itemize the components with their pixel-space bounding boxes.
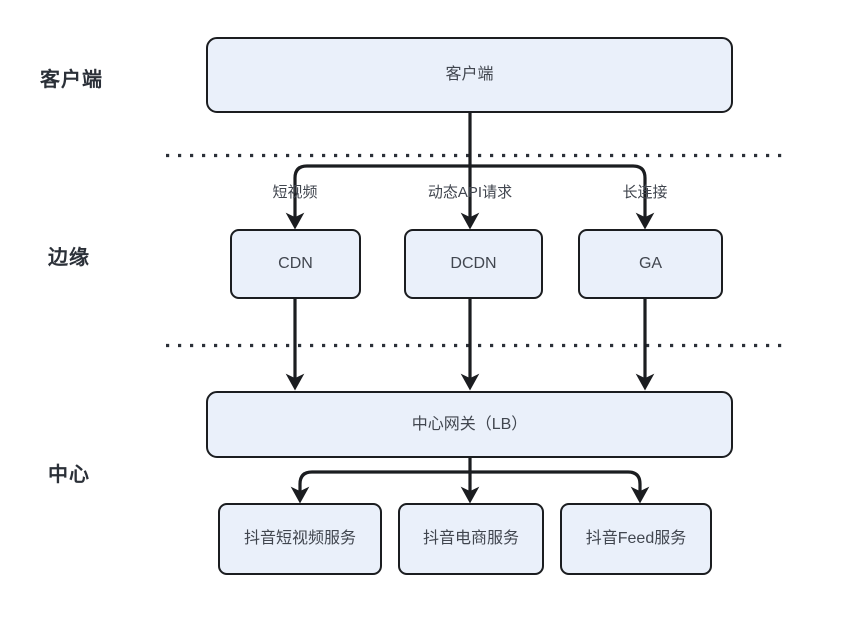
edge-label-to-dcdn: 动态API请求 [427, 184, 513, 201]
node-svc-feed-label: 抖音Feed服务 [585, 530, 687, 547]
node-client-box[interactable]: 客户端 [206, 37, 733, 113]
node-dcdn[interactable]: DCDN [404, 229, 543, 299]
connector-gateway-to-svc-feed [470, 470, 650, 504]
node-cdn-label: CDN [278, 255, 313, 272]
tier-label-client: 客户端 [40, 69, 103, 91]
node-gateway-label: 中心网关（LB） [411, 415, 528, 433]
node-svc-short-video[interactable]: 抖音短视频服务 [218, 503, 382, 575]
tier-label-center: 中心 [48, 464, 90, 486]
edge-label-to-cdn: 短视频 [272, 184, 318, 201]
node-svc-ecommerce-label: 抖音电商服务 [422, 530, 519, 547]
node-ga[interactable]: GA [578, 229, 723, 299]
node-svc-short-video-label: 抖音短视频服务 [243, 530, 356, 547]
node-gateway[interactable]: 中心网关（LB） [206, 391, 733, 458]
node-svc-ecommerce[interactable]: 抖音电商服务 [398, 503, 544, 575]
edge-label-to-ga: 长连接 [622, 184, 668, 201]
node-client-box-label: 客户端 [445, 66, 494, 83]
connector-gateway-to-svc-short-video [290, 470, 470, 504]
node-svc-feed[interactable]: 抖音Feed服务 [560, 503, 712, 575]
node-cdn[interactable]: CDN [230, 229, 361, 299]
node-ga-label: GA [638, 255, 663, 272]
node-dcdn-label: DCDN [450, 255, 497, 272]
tier-label-edge: 边缘 [48, 247, 90, 269]
